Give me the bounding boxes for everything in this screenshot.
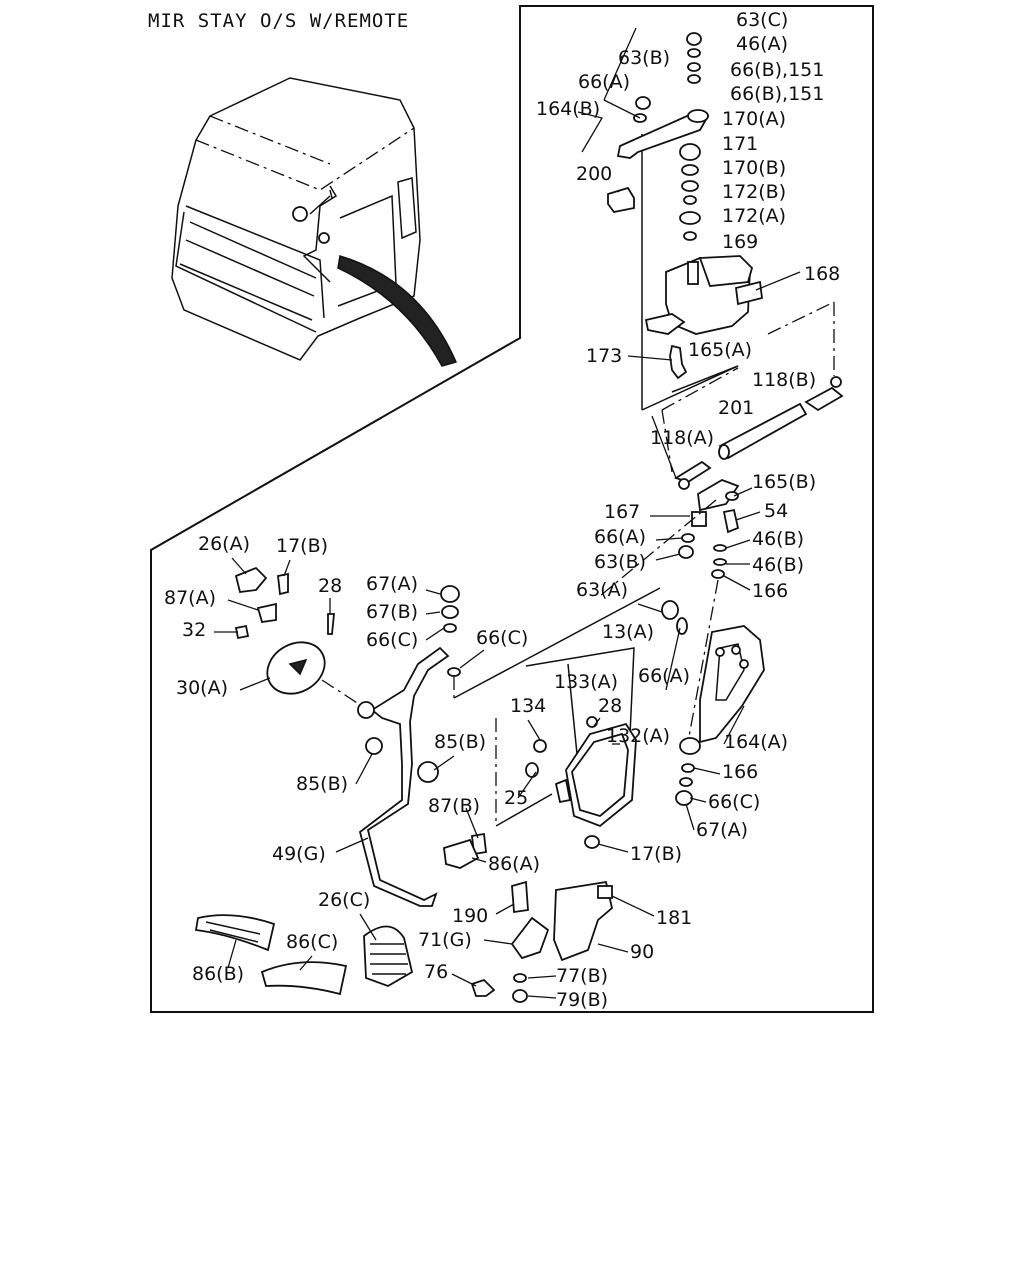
- mirror-head-assembly: [234, 566, 369, 711]
- label-90: 90: [630, 941, 654, 963]
- label-13a: 13(A): [602, 621, 654, 643]
- lower-bracket-covers: [194, 832, 613, 1003]
- label-169: 169: [722, 231, 758, 253]
- label-200: 200: [576, 163, 612, 185]
- label-85b-1: 85(B): [434, 731, 486, 753]
- diagram-title: MIR STAY O/S W/REMOTE: [148, 10, 410, 32]
- label-118a: 118(A): [650, 427, 714, 449]
- label-170b: 170(B): [722, 157, 786, 179]
- label-46b-1: 46(B): [752, 528, 804, 550]
- label-201: 201: [718, 397, 754, 419]
- label-165b: 165(B): [752, 471, 816, 493]
- label-87b: 87(B): [428, 795, 480, 817]
- label-63b-mid: 63(B): [594, 551, 646, 573]
- label-17b-low: 17(B): [630, 843, 682, 865]
- label-46b-2: 46(B): [752, 554, 804, 576]
- label-86b: 86(B): [192, 963, 244, 985]
- label-66a-mid: 66(A): [594, 526, 646, 548]
- label-67b: 67(B): [366, 601, 418, 623]
- label-28-top: 28: [318, 575, 342, 597]
- label-79b: 79(B): [556, 989, 608, 1011]
- label-66c-low: 66(C): [708, 791, 760, 813]
- label-164b: 164(B): [536, 98, 600, 120]
- label-66b-151-a: 66(B),151: [730, 59, 824, 81]
- label-66c-1: 66(C): [366, 629, 418, 651]
- label-63b-top: 63(B): [618, 47, 670, 69]
- label-173: 173: [586, 345, 622, 367]
- mirror-arm: [357, 585, 661, 907]
- label-66b-151-b: 66(B),151: [730, 83, 824, 105]
- label-17b-top: 17(B): [276, 535, 328, 557]
- label-63c: 63(C): [736, 9, 788, 31]
- label-133a: 133(A): [554, 671, 618, 693]
- middle-fasteners: [599, 479, 740, 743]
- label-67a-top: 67(A): [366, 573, 418, 595]
- label-170a: 170(A): [722, 108, 786, 130]
- label-32: 32: [182, 619, 206, 641]
- stay-bracket: [661, 600, 765, 806]
- link-rod-assembly: [661, 301, 844, 490]
- leader-lines: [214, 27, 801, 999]
- label-164a: 164(A): [724, 731, 788, 753]
- label-171: 171: [722, 133, 758, 155]
- part-labels: 63(C) 46(A) 63(B) 66(B),151 66(A) 66(B),…: [164, 9, 840, 1011]
- label-134: 134: [510, 695, 546, 717]
- label-66a-top: 66(A): [578, 71, 630, 93]
- label-166-low: 166: [722, 761, 758, 783]
- label-190: 190: [452, 905, 488, 927]
- under-mirror-assembly: [495, 647, 637, 849]
- label-25: 25: [504, 787, 528, 809]
- motor-assembly: [607, 32, 763, 411]
- label-66c-2: 66(C): [476, 627, 528, 649]
- label-118b: 118(B): [752, 369, 816, 391]
- label-67a-low: 67(A): [696, 819, 748, 841]
- label-26c: 26(C): [318, 889, 370, 911]
- label-87a: 87(A): [164, 587, 216, 609]
- truck-cab-illustration: [171, 77, 458, 367]
- label-63a: 63(A): [576, 579, 628, 601]
- label-30a: 30(A): [176, 677, 228, 699]
- label-28-mid: 28: [598, 695, 622, 717]
- label-86a: 86(A): [488, 853, 540, 875]
- label-54: 54: [764, 500, 788, 522]
- label-71g: 71(G): [418, 929, 472, 951]
- label-165a: 165(A): [688, 339, 752, 361]
- label-66a-low: 66(A): [638, 665, 690, 687]
- label-167: 167: [604, 501, 640, 523]
- diagram-frame: [150, 5, 874, 1013]
- label-85b-2: 85(B): [296, 773, 348, 795]
- label-77b: 77(B): [556, 965, 608, 987]
- label-132a: 132(A): [606, 725, 670, 747]
- label-181: 181: [656, 907, 692, 929]
- label-26a: 26(A): [198, 533, 250, 555]
- label-49g: 49(G): [272, 843, 326, 865]
- label-76: 76: [424, 961, 448, 983]
- label-168: 168: [804, 263, 840, 285]
- label-172b: 172(B): [722, 181, 786, 203]
- label-46a-top: 46(A): [736, 33, 788, 55]
- label-172a: 172(A): [722, 205, 786, 227]
- label-166-top: 166: [752, 580, 788, 602]
- label-86c: 86(C): [286, 931, 338, 953]
